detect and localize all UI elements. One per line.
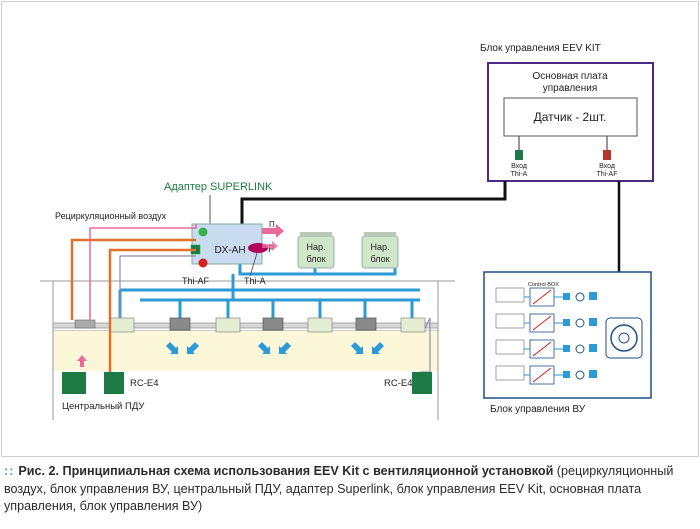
wire-orange-rc [108,248,196,372]
ceiling-line [52,322,439,329]
vu-rows [495,287,597,385]
supply-arrow [262,224,284,238]
airflow-arrows [166,342,384,354]
rc-e4-right-label: RC-E4 [384,378,413,389]
recirc-air-label: Рециркуляционный воздух [55,211,167,221]
sensor-label: Датчик - 2шт. [534,110,607,124]
central-pdu [62,372,86,394]
dx-ah-label: DX-AH [214,245,245,256]
indicator-green [198,227,208,237]
input-thi-a-label-1: Вход [511,163,527,170]
outdoor-unit-1: Нар. блок [297,232,335,269]
p-mid-label: P [268,244,275,255]
input-thi-a-label-2: Thi-A [511,171,528,178]
main-board-label-1: Основная плата [532,71,608,82]
main-board-label-2: управления [543,83,598,94]
rc-e4-right [412,372,432,394]
vu-block-label: Блок управления ВУ [490,404,586,415]
refrigerant-pipes [118,260,420,318]
central-pdu-label: Центральный ПДУ [62,401,145,412]
outdoor2-label-1: Нар. [370,242,389,252]
wire-eev-to-dxah [240,181,507,225]
wire-pink [89,224,197,320]
return-air-arrow [77,355,87,367]
rc-e4-left [104,372,124,394]
indicator-red [198,258,208,268]
outdoor2-label-2: блок [370,254,389,264]
eev-block-title: Блок управления EEV KIT [480,43,601,54]
p-top-label: П [269,220,275,229]
caption-title: Рис. 2. Принципиальная схема использован… [18,464,554,478]
indoor-units [74,317,426,333]
thi-a-label: Thi-A [244,276,266,286]
caption-marker: :: [4,464,15,478]
figure-caption: ::Рис. 2. Принципиальная схема использов… [4,463,696,516]
outdoor1-label-2: блок [306,254,325,264]
input-thi-af-label-1: Вход [599,163,615,170]
connector-thi-af [603,150,611,160]
caption-text: (рециркуляционный воздух, блок управлени… [4,464,674,513]
rc-e4-left-label: RC-E4 [130,378,159,389]
sensor-box [503,97,638,137]
outdoor-unit-2: Нар. блок [361,232,399,269]
connector-thi-a [515,150,523,160]
outdoor1-label-1: Нар. [306,242,325,252]
wire-orange-recirc [70,238,196,320]
control-box-label: Control BOX [528,282,559,288]
superlink-adapter-label: Адаптер SUPERLINK [164,181,273,193]
thi-af-label: Thi-AF [182,276,210,286]
input-thi-af-label-2: Thi-AF [597,171,618,178]
